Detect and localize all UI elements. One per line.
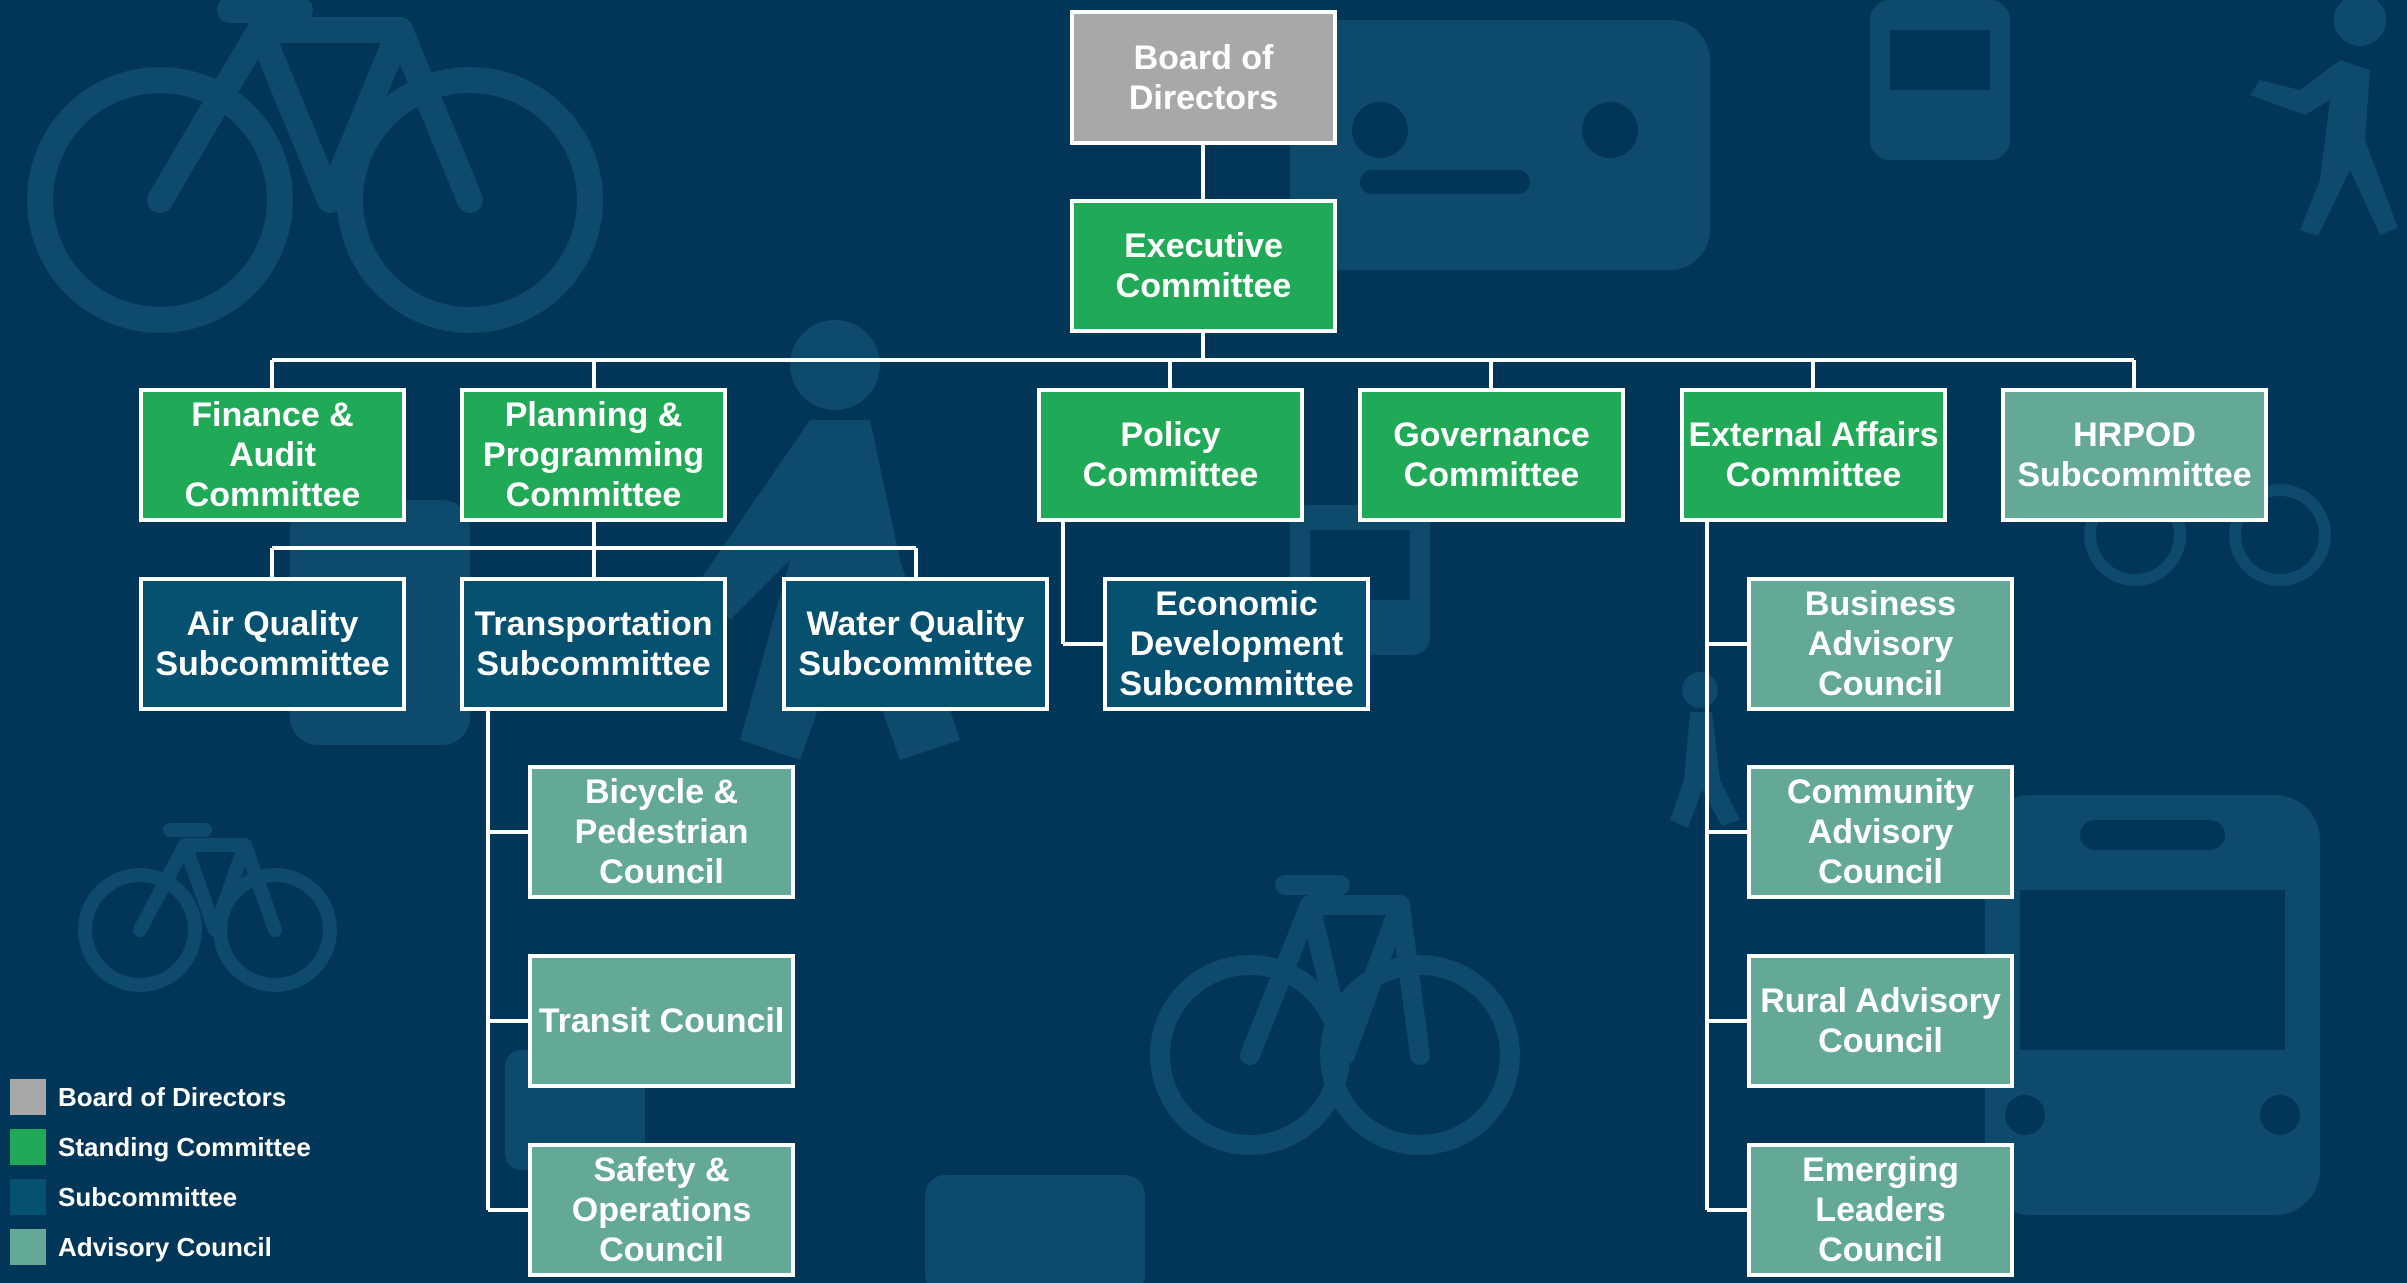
- node-finance-audit-committee: Finance & Audit Committee: [139, 388, 406, 522]
- legend-swatch-subcommittee: [10, 1179, 46, 1215]
- car-icon: [1290, 20, 1710, 270]
- bicycle-icon: [27, 0, 603, 333]
- node-transit-council: Transit Council: [528, 954, 795, 1088]
- node-external-affairs-committee: External Affairs Committee: [1680, 388, 1947, 522]
- node-planning-programming-committee: Planning & Programming Committee: [460, 388, 727, 522]
- bus-icon: [1985, 795, 2320, 1215]
- node-board-of-directors: Board of Directors: [1070, 10, 1337, 145]
- node-rural-advisory-council: Rural Advisory Council: [1747, 954, 2014, 1088]
- node-transportation-subcommittee: Transportation Subcommittee: [460, 577, 727, 711]
- node-economic-development-subcommittee: Economic Development Subcommittee: [1103, 577, 1370, 711]
- legend-item-advisory: Advisory Council: [10, 1222, 311, 1272]
- node-policy-committee: Policy Committee: [1037, 388, 1304, 522]
- legend-label-standing: Standing Committee: [58, 1131, 311, 1162]
- bicycle-icon: [78, 823, 337, 992]
- bicycle-icon: [1150, 875, 1520, 1155]
- node-business-advisory-council: Business Advisory Council: [1747, 577, 2014, 711]
- legend: Board of Directors Standing Committee Su…: [10, 1072, 311, 1272]
- node-community-advisory-council: Community Advisory Council: [1747, 765, 2014, 899]
- legend-swatch-board: [10, 1079, 46, 1115]
- node-executive-committee: Executive Committee: [1070, 199, 1337, 333]
- node-emerging-leaders-council: Emerging Leaders Council: [1747, 1143, 2014, 1277]
- node-bicycle-pedestrian-council: Bicycle & Pedestrian Council: [528, 765, 795, 899]
- legend-item-standing: Standing Committee: [10, 1122, 311, 1172]
- legend-swatch-advisory: [10, 1229, 46, 1265]
- node-governance-committee: Governance Committee: [1358, 388, 1625, 522]
- node-safety-operations-council: Safety & Operations Council: [528, 1143, 795, 1277]
- legend-label-board: Board of Directors: [58, 1081, 287, 1112]
- legend-item-board: Board of Directors: [10, 1072, 311, 1122]
- node-hrpod-subcommittee: HRPOD Subcommittee: [2001, 388, 2268, 522]
- legend-item-subcommittee: Subcommittee: [10, 1172, 311, 1222]
- legend-label-subcommittee: Subcommittee: [58, 1181, 238, 1212]
- node-air-quality-subcommittee: Air Quality Subcommittee: [139, 577, 406, 711]
- node-water-quality-subcommittee: Water Quality Subcommittee: [782, 577, 1049, 711]
- bus-icon: [1870, 0, 2010, 160]
- legend-label-advisory: Advisory Council: [58, 1231, 272, 1262]
- pedestrian-icon: [2250, 0, 2398, 236]
- legend-swatch-standing: [10, 1129, 46, 1165]
